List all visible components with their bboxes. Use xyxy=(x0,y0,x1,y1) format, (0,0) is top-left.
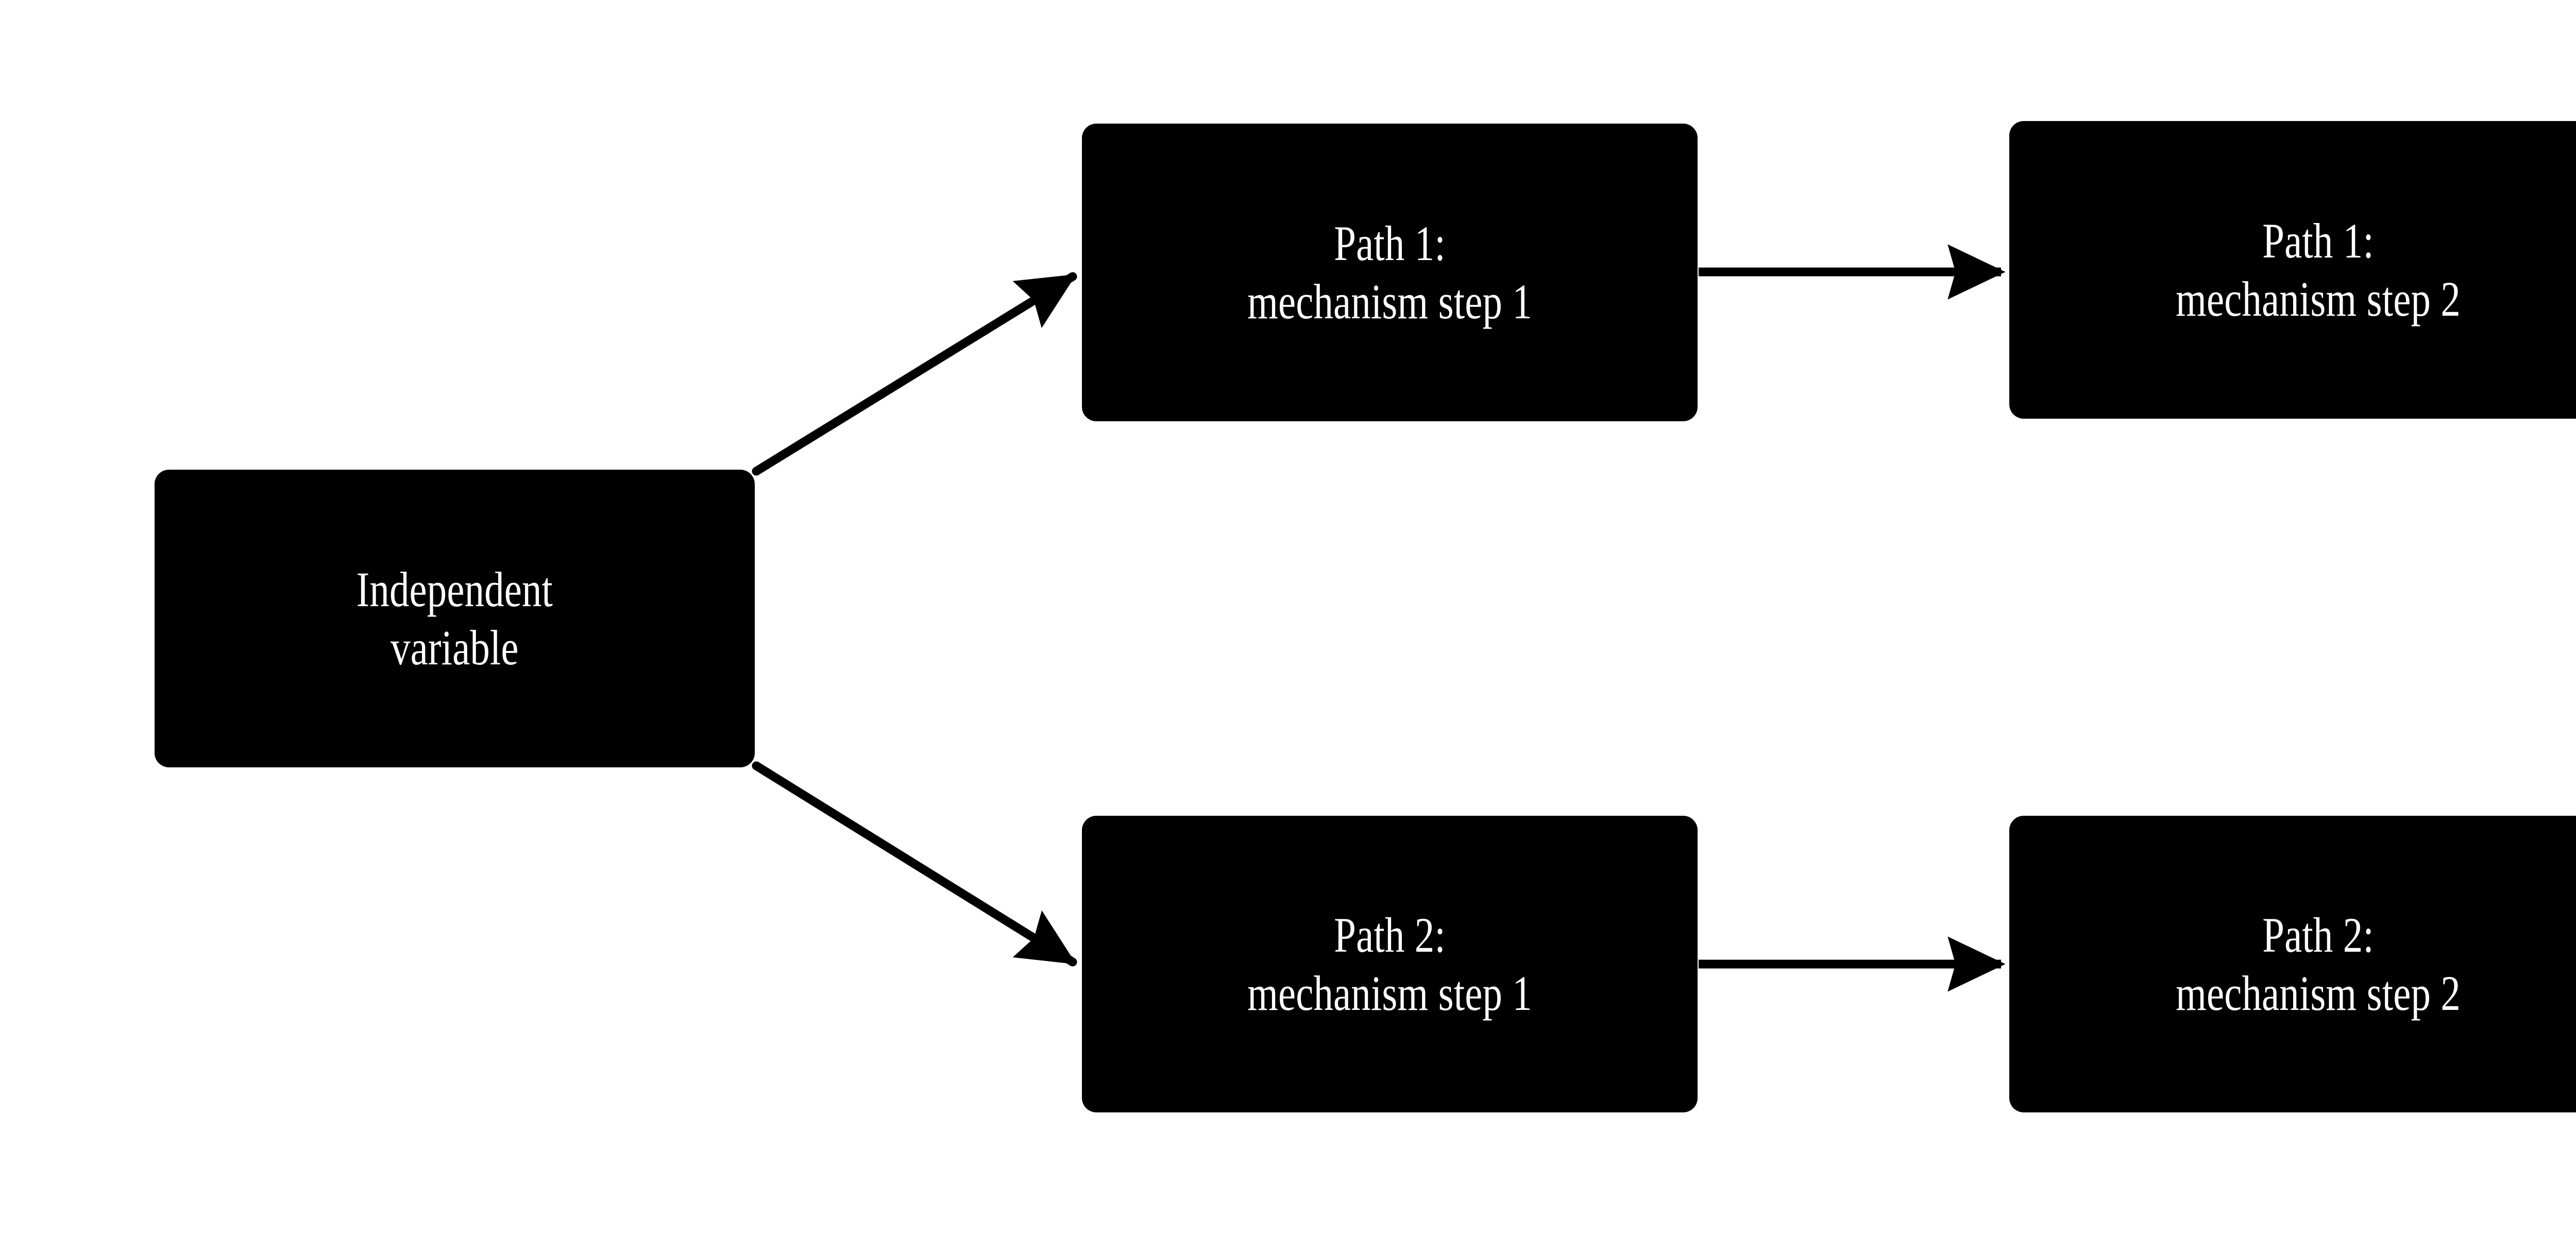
node-path2-step2-label: Path 2: mechanism step 2 xyxy=(2176,907,2461,1021)
node-path1-step1-label: Path 1: mechanism step 1 xyxy=(1247,215,1532,329)
edge-iv-to-path1-step1 xyxy=(752,272,1077,476)
node-independent-variable-label: Independent variable xyxy=(356,561,553,675)
edge-iv-to-path2-step1 xyxy=(752,761,1077,967)
node-path1-step1[interactable]: Path 1: mechanism step 1 xyxy=(1082,124,1698,421)
node-independent-variable[interactable]: Independent variable xyxy=(155,470,755,767)
node-path2-step1-label: Path 2: mechanism step 1 xyxy=(1247,907,1532,1021)
node-path1-step2-label: Path 1: mechanism step 2 xyxy=(2176,213,2461,327)
node-path2-step2[interactable]: Path 2: mechanism step 2 xyxy=(2009,816,2576,1112)
node-path1-step2[interactable]: Path 1: mechanism step 2 xyxy=(2009,121,2576,419)
node-path2-step1[interactable]: Path 2: mechanism step 1 xyxy=(1082,816,1698,1112)
